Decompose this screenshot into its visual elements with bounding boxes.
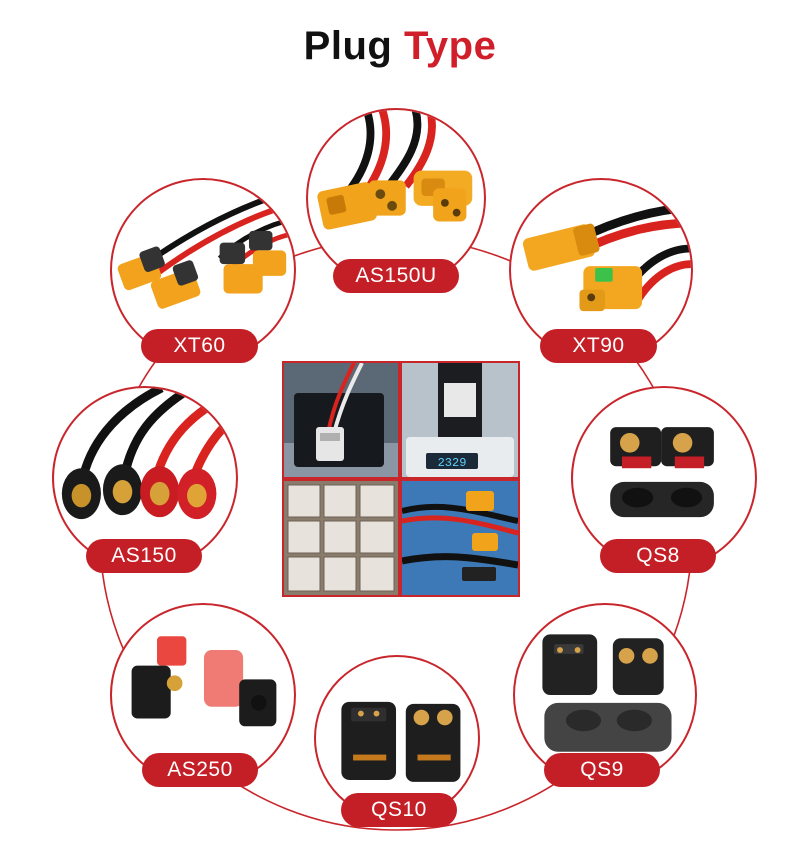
connector-label: XT90	[540, 329, 657, 363]
title-word-type: Type	[403, 24, 497, 68]
page-title: Plug Type	[0, 24, 800, 69]
packaged-parts-photo	[284, 481, 398, 595]
connector-label: QS8	[600, 539, 716, 573]
digital-scale-photo: 2329	[402, 363, 518, 477]
battery-pack-photo	[284, 363, 398, 477]
scale-display-text: 2329	[438, 456, 467, 470]
xt90-connector-photo	[509, 178, 693, 362]
photo-collage: 2329	[282, 361, 520, 597]
connector-label: AS250	[142, 753, 258, 787]
connector-label: XT60	[141, 329, 258, 363]
connector-label: QS9	[544, 753, 660, 787]
title-word-plug: Plug	[303, 24, 393, 68]
cable-assembly-photo	[402, 481, 518, 595]
connector-label: QS10	[341, 793, 457, 827]
qs10-connector-photo	[314, 655, 480, 821]
connector-label: AS150U	[333, 259, 459, 293]
connector-label: AS150	[86, 539, 202, 573]
